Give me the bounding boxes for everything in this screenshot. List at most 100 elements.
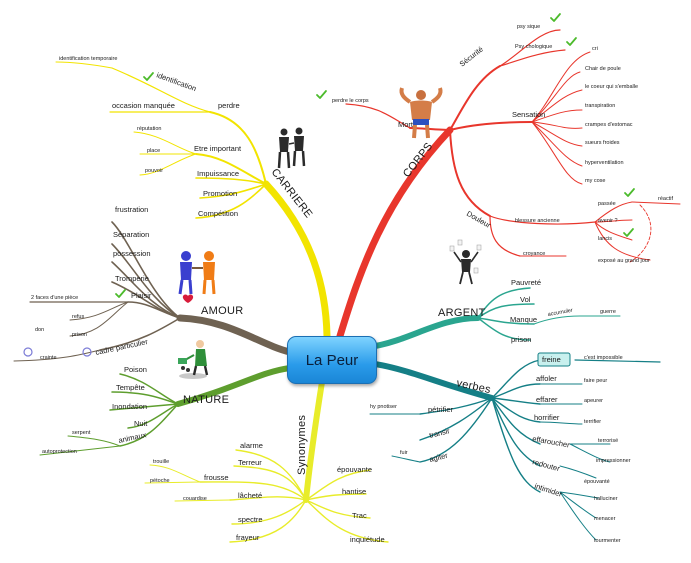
node-epouvante-syn: épouvante [337, 465, 372, 474]
node-psychologique: Psy chologique [515, 44, 552, 50]
node-lancis: lancis [598, 236, 612, 242]
check-icon [316, 90, 327, 99]
node-perdre-le-corps: perdre le corps [332, 98, 369, 104]
node-agiter: agiter [428, 451, 449, 464]
node-affoler: affoler [536, 374, 557, 383]
node-etre-important: Etre important [194, 144, 242, 153]
node-transir: transir [428, 426, 451, 440]
node-effaroucher: effaroucher [532, 434, 571, 450]
node-frustration: frustration [115, 205, 148, 214]
branch-corps-lines [336, 29, 681, 340]
node-croyance: croyance [523, 251, 545, 257]
refresh-icon [23, 347, 33, 357]
node-perdre: perdre [218, 101, 240, 110]
node-tromperie: Tromperie [115, 274, 149, 283]
douleur-dashed-link [629, 204, 652, 263]
node-terreur: Terreur [238, 458, 262, 467]
node-psy-sique: psy sique [517, 24, 540, 30]
node-petrifier: pétrifier [428, 405, 454, 414]
node-separation: Séparation [113, 230, 149, 239]
node-expose: exposé au grand jour [598, 258, 650, 264]
node-competition: Compétition [198, 209, 238, 218]
node-pauvrete: Pauvreté [511, 278, 541, 287]
node-impressionner: impressionner [596, 458, 631, 464]
node-hypnotiser: hy pnotiser [370, 404, 397, 410]
argent-labels: Pauvreté Vol Manque accumuler guerre pri… [510, 278, 616, 344]
label-corps: CORPS [401, 140, 435, 179]
node-plaisir: Plaisir [131, 291, 152, 300]
node-accumuler: accumuler [547, 308, 573, 318]
synonymes-labels: alarme Terreur frousse trouille pétoche … [150, 441, 385, 544]
node-identification-temporaire: identification temporaire [59, 56, 117, 62]
node-hyperventilation: hyperventilation [585, 160, 624, 166]
node-crampes: crampes d'estomac [585, 122, 633, 128]
node-effarer: effarer [536, 395, 558, 404]
node-fuir: fuir [400, 450, 408, 456]
node-occasion-manquee: occasion manquée [112, 101, 175, 110]
node-mycose: my cose [585, 178, 605, 184]
freine-box [537, 352, 571, 367]
node-menacer: menacer [594, 516, 616, 522]
node-redouter: redouter [531, 457, 561, 473]
check-icon [566, 37, 577, 46]
node-prison: prison [72, 332, 87, 338]
node-alarme: alarme [240, 441, 263, 450]
node-trouille: trouille [153, 459, 169, 465]
node-hantise: hantise [342, 487, 366, 496]
node-refus: refus [72, 314, 84, 320]
branch-verbes-lines [369, 359, 661, 541]
branch-carriere-lines [55, 61, 331, 340]
node-cadre-particulier: cadre particulier [95, 337, 150, 357]
node-securite: Sécurité [458, 45, 485, 69]
node-epouvante-verbe: épouvanté [584, 479, 610, 485]
node-coeur: le coeur qui s'emballe [585, 84, 638, 90]
node-halluciner: halluciner [594, 496, 618, 502]
refresh-icon [82, 347, 92, 357]
node-nuit: Nuit [134, 419, 148, 428]
node-cri: cri [592, 46, 598, 52]
check-icons [115, 13, 635, 298]
check-icon [143, 72, 154, 81]
node-poison: Poison [124, 365, 147, 374]
node-impuissance: Impuissance [197, 169, 239, 178]
node-blessure-ancienne: blessure ancienne [515, 218, 560, 224]
node-sensation: Sensation [512, 110, 545, 119]
node-spectre: spectre [238, 515, 263, 524]
node-trac: Trac [352, 511, 367, 520]
label-nature: NATURE [183, 394, 229, 406]
carriere-labels: identification temporaire identification… [59, 56, 242, 218]
refresh-icons [23, 347, 92, 357]
check-icon [115, 289, 126, 298]
node-frayeur: frayeur [236, 533, 260, 542]
node-transpiration: transpiration [585, 103, 615, 109]
node-inquietude: inquiétude [350, 535, 385, 544]
label-synonymes: Synonymes [296, 415, 308, 475]
branch-argent-lines [372, 287, 621, 349]
node-serpent: serpent [72, 430, 91, 436]
stressed-man-icon [449, 239, 482, 285]
node-couardise: couardise [183, 496, 207, 502]
node-crainte: crainte [40, 355, 57, 361]
node-identification: identification [155, 70, 197, 93]
node-cest-impossible: c'est impossible [584, 355, 623, 361]
node-frousse: frousse [204, 473, 229, 482]
node-petoche: pétoche [150, 478, 170, 484]
heart-icon [182, 294, 194, 303]
node-sueurs-froides: sueurs froides [585, 140, 620, 146]
node-pouvoir: pouvoir [145, 168, 163, 174]
handshake-figures-icon [178, 251, 216, 295]
node-chair-de-poule: Chair de poule [585, 66, 621, 72]
node-prison-argent: prison [511, 335, 531, 344]
check-icon [623, 228, 634, 237]
node-promotion: Promotion [203, 189, 237, 198]
node-guerre: guerre [600, 309, 616, 315]
muscleman-icon [399, 87, 443, 139]
node-intimider: intimider [533, 481, 563, 498]
node-tourmenter: tourmenter [594, 538, 621, 544]
node-2-faces: 2 faces d'une pièce [31, 295, 78, 301]
check-icon [624, 188, 635, 197]
node-possession: possession [113, 249, 151, 258]
node-terrorise: terrorisé [598, 438, 618, 444]
central-topic[interactable]: La Peur [287, 336, 377, 384]
